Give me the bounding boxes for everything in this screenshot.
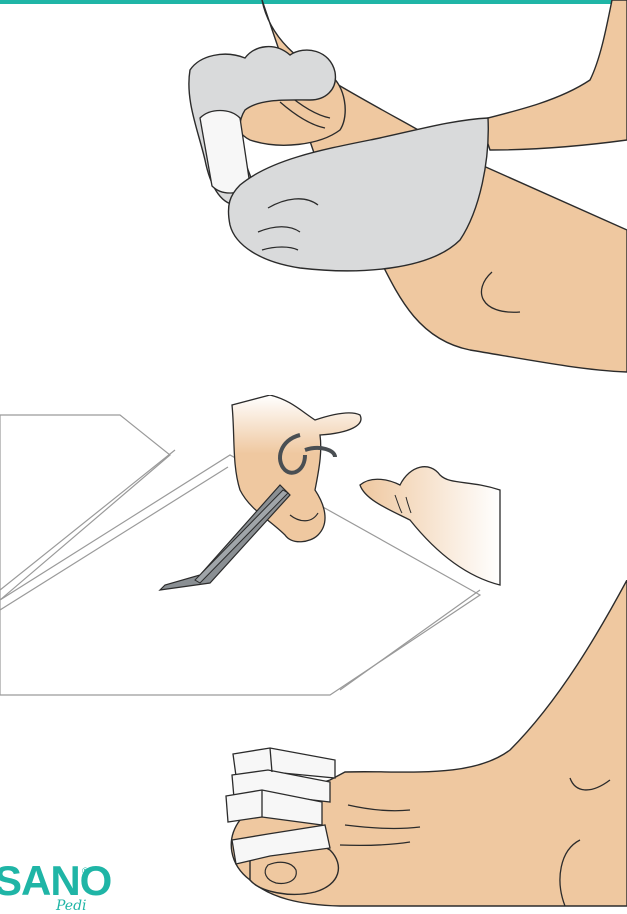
brand-logo: SANO ® Pedi: [0, 858, 130, 911]
foot-glove-icon: [0, 0, 627, 380]
logo-registered-mark: ®: [82, 866, 89, 876]
illustration-gloved-hands-foot: [0, 0, 627, 380]
logo-wordmark: SANO: [0, 860, 111, 902]
logo-script-text: Pedi: [56, 898, 87, 914]
